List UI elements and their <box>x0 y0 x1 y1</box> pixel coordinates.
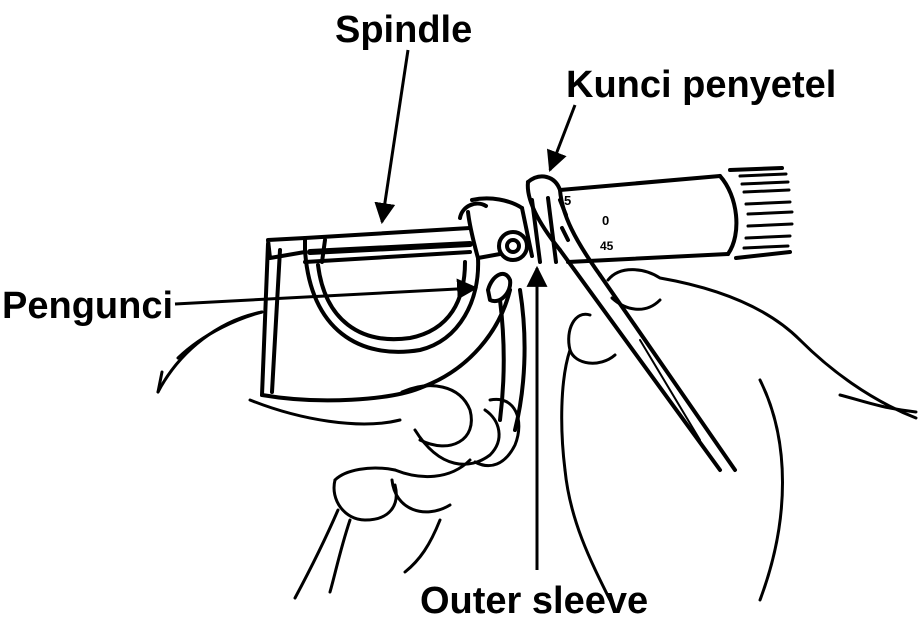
label-spindle: Spindle <box>335 9 472 51</box>
thimble-mark-45: 45 <box>600 239 614 253</box>
thimble-assembly <box>530 166 794 264</box>
thimble-scale: 5 0 45 <box>564 193 614 253</box>
spindle-part <box>303 226 473 264</box>
pengunci-leader <box>174 278 479 306</box>
wrench-part <box>525 174 737 472</box>
kunci-penyetel-leader <box>546 104 577 172</box>
label-kunci-penyetel: Kunci penyetel <box>566 64 836 106</box>
thimble-mark-0: 0 <box>602 213 609 228</box>
label-pengunci: Pengunci <box>2 285 173 327</box>
thimble-mark-5: 5 <box>564 193 571 208</box>
lock-part <box>458 201 529 304</box>
label-outer-sleeve: Outer sleeve <box>420 580 648 622</box>
leader-lines <box>174 49 577 570</box>
spindle-leader <box>374 49 410 225</box>
micrometer-frame <box>260 196 534 432</box>
right-hand <box>560 268 918 602</box>
left-hand <box>156 310 521 600</box>
